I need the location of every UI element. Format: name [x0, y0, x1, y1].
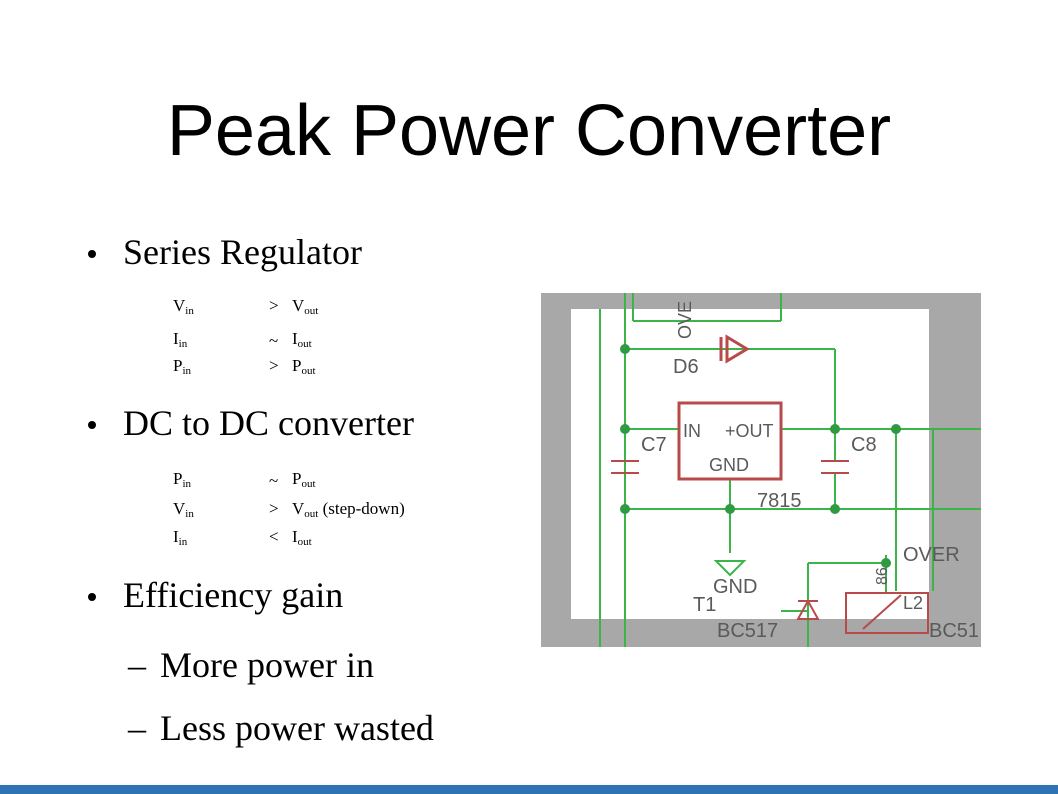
dash-icon: –: [128, 645, 146, 685]
relation-lhs: Vin: [173, 296, 194, 317]
label-d6: D6: [673, 356, 699, 378]
label-7815: 7815: [757, 490, 802, 512]
sub-bullet-label: Less power wasted: [160, 708, 434, 748]
relation-operator: >: [269, 356, 279, 375]
schematic-junctions: [620, 344, 901, 568]
label-bc517-b: BC51: [929, 620, 979, 642]
label-gnd-pin: GND: [709, 455, 749, 475]
bullet-dot-icon: [88, 421, 96, 429]
schematic-wires: [599, 293, 981, 647]
relation-rhs: Pout: [292, 469, 316, 490]
relation-operator: ~: [269, 331, 279, 350]
bullet-label: Series Regulator: [123, 232, 362, 272]
relation-rhs: Vout: [292, 296, 319, 317]
dash-icon: –: [128, 708, 146, 748]
label-bc517-a: BC517: [717, 620, 778, 642]
relation-lhs: Pin: [173, 356, 192, 377]
label-86: 86: [874, 567, 891, 585]
label-c7: C7: [641, 434, 667, 456]
label-l2: L2: [903, 593, 923, 613]
relation-rhs: Iout: [292, 527, 312, 548]
label-out: +OUT: [725, 421, 774, 441]
bullet-dot-icon: [88, 593, 96, 601]
relation-lhs: Pin: [173, 469, 192, 490]
relation-lhs: Iin: [173, 329, 188, 350]
sub-bullet-label: More power in: [160, 645, 374, 685]
label-over-rotated: OVE: [675, 301, 695, 339]
footer-bar: [0, 785, 1058, 794]
schematic-labels: D6 C7 C8 IN +OUT GND 7815 GND OVER T1 BC…: [641, 301, 979, 642]
schematic-components: [611, 334, 929, 634]
label-c8: C8: [851, 434, 877, 456]
relation-operator: <: [269, 527, 279, 546]
bullet-label: Efficiency gain: [123, 575, 344, 615]
label-over: OVER: [903, 544, 960, 566]
relation-rhs: Pout: [292, 356, 316, 377]
sub-bullet-less-wasted: –Less power wasted: [128, 710, 434, 746]
slide-title: Peak Power Converter: [166, 91, 892, 171]
label-in: IN: [683, 421, 701, 441]
relation-lhs: Iin: [173, 527, 188, 548]
relation-lhs: Vin: [173, 499, 194, 520]
schematic-board: [571, 309, 929, 619]
circuit-schematic: D6 C7 C8 IN +OUT GND 7815 GND OVER T1 BC…: [541, 293, 981, 647]
label-t1: T1: [693, 594, 716, 616]
label-gnd: GND: [713, 576, 757, 598]
relation-operator: >: [269, 296, 279, 315]
bullet-dot-icon: [88, 250, 96, 258]
relation-operator: ~: [269, 471, 279, 490]
relation-rhs: Iout: [292, 329, 312, 350]
bullet-label: DC to DC converter: [123, 403, 414, 443]
relation-rhs: Vout (step-down): [292, 499, 405, 520]
sub-bullet-more-power: –More power in: [128, 647, 374, 683]
relation-operator: >: [269, 499, 279, 518]
